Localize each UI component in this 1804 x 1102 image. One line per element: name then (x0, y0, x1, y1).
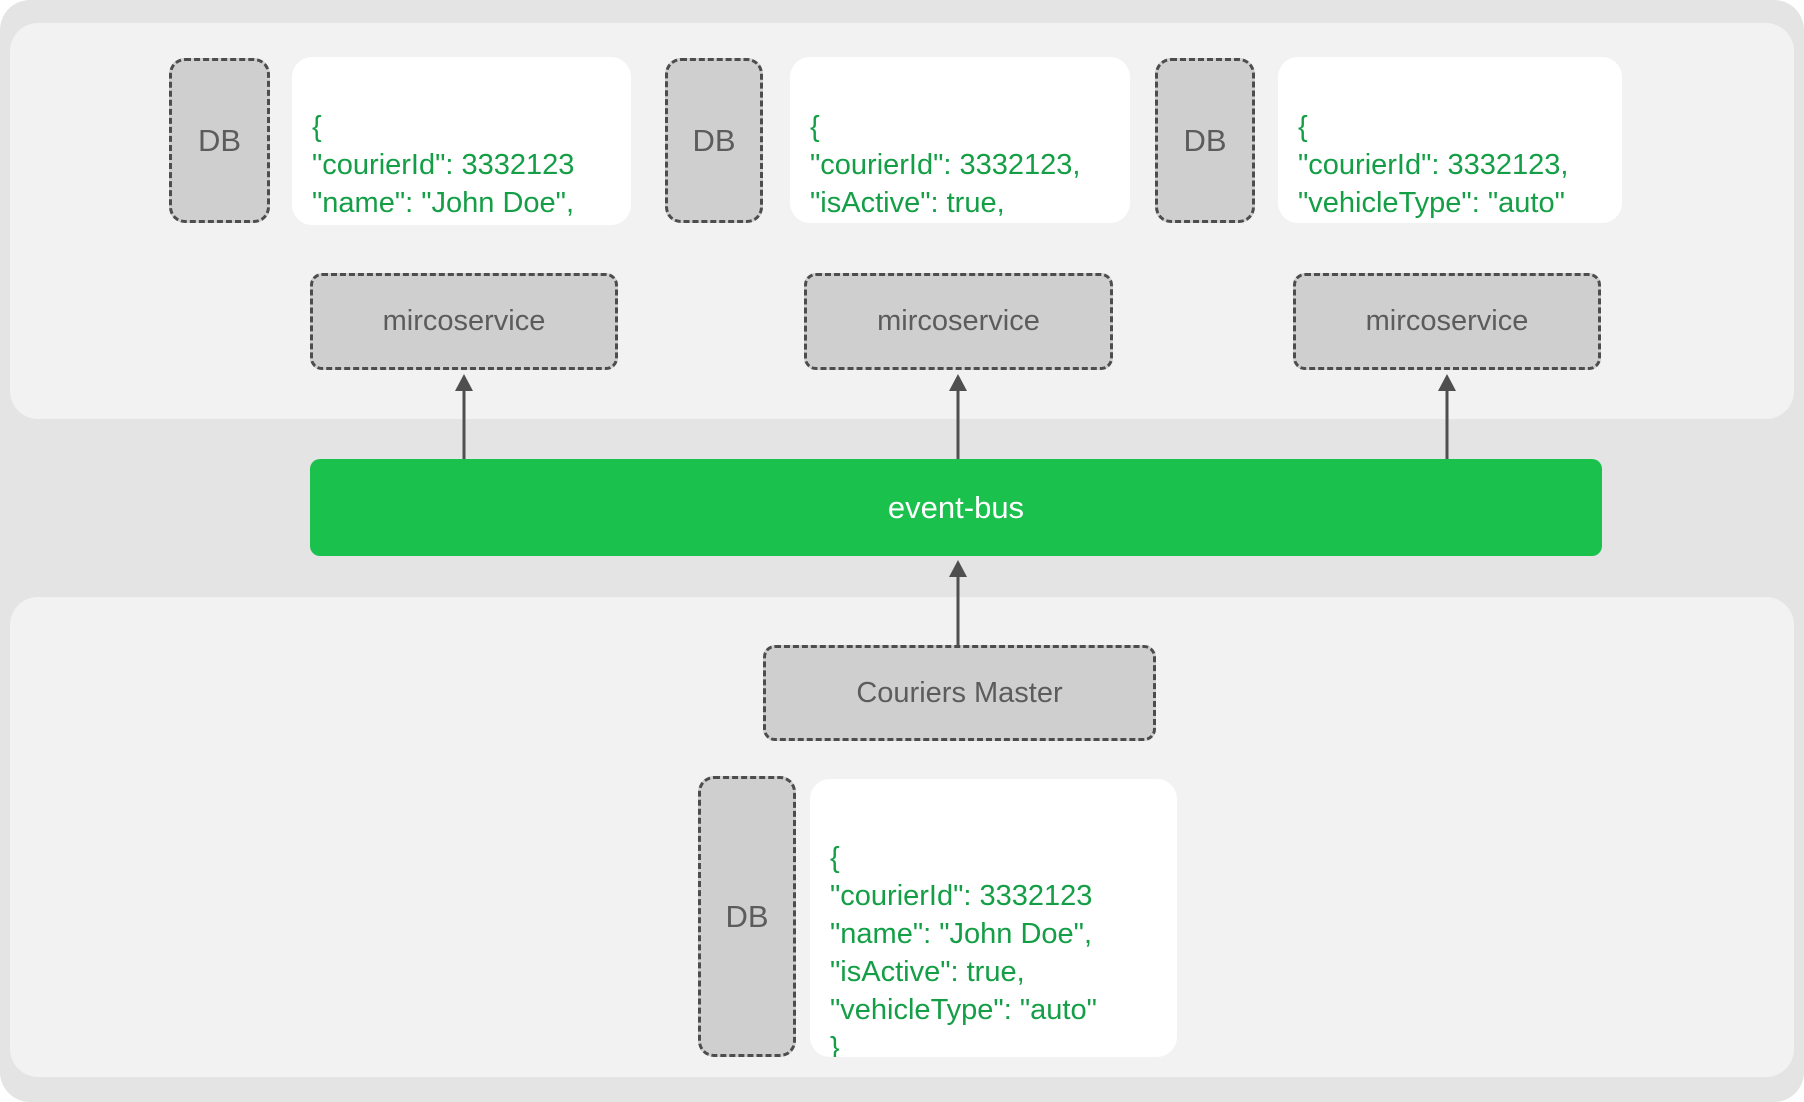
arrowhead-icon (949, 374, 967, 391)
db-box-2: DB (665, 58, 763, 223)
json-card-master: { "courierId": 3332123 "name": "John Doe… (810, 779, 1177, 1057)
event-bus-label: event-bus (887, 489, 1025, 525)
arrow-up-to-microservice-2 (948, 374, 968, 459)
db-label-master: DB (725, 898, 769, 934)
microservice-label-2: mircoservice (877, 305, 1040, 337)
arrow-up-to-event-bus (948, 560, 968, 645)
microservice-label-1: mircoservice (382, 305, 546, 337)
couriers-master-label: Couriers Master (856, 676, 1063, 709)
arrow-shaft (956, 389, 960, 459)
arrowhead-icon (949, 560, 967, 577)
arrow-shaft (956, 575, 960, 645)
db-box-1: DB (169, 58, 270, 223)
arrow-up-to-microservice-3 (1437, 374, 1457, 459)
db-label-3: DB (1183, 122, 1227, 158)
db-label-1: DB (197, 122, 242, 158)
json-code-1: { "courierId": 3332123 "name": "John Doe… (312, 111, 575, 219)
event-bus: event-bus (310, 459, 1602, 556)
json-card-1: { "courierId": 3332123 "name": "John Doe… (292, 57, 631, 225)
db-box-3: DB (1155, 58, 1255, 223)
json-card-3: { "courierId": 3332123, "vehicleType": "… (1278, 57, 1622, 223)
db-label-2: DB (692, 122, 736, 158)
arrow-shaft (1445, 389, 1449, 459)
microservice-box-3: mircoservice (1293, 273, 1601, 370)
db-box-master: DB (698, 776, 796, 1057)
microservice-label-3: mircoservice (1365, 305, 1529, 337)
json-code-2: { "courierId": 3332123, "isActive": true… (810, 111, 1081, 219)
microservice-box-2: mircoservice (804, 273, 1113, 370)
json-code-master: { "courierId": 3332123 "name": "John Doe… (830, 842, 1097, 1057)
arrowhead-icon (455, 374, 473, 391)
microservice-box-1: mircoservice (310, 273, 618, 370)
arrow-up-to-microservice-1 (454, 374, 474, 459)
couriers-master-box: Couriers Master (763, 645, 1156, 741)
json-code-3: { "courierId": 3332123, "vehicleType": "… (1298, 111, 1569, 219)
json-card-2: { "courierId": 3332123, "isActive": true… (790, 57, 1130, 223)
arrowhead-icon (1438, 374, 1456, 391)
arrow-shaft (462, 389, 466, 459)
